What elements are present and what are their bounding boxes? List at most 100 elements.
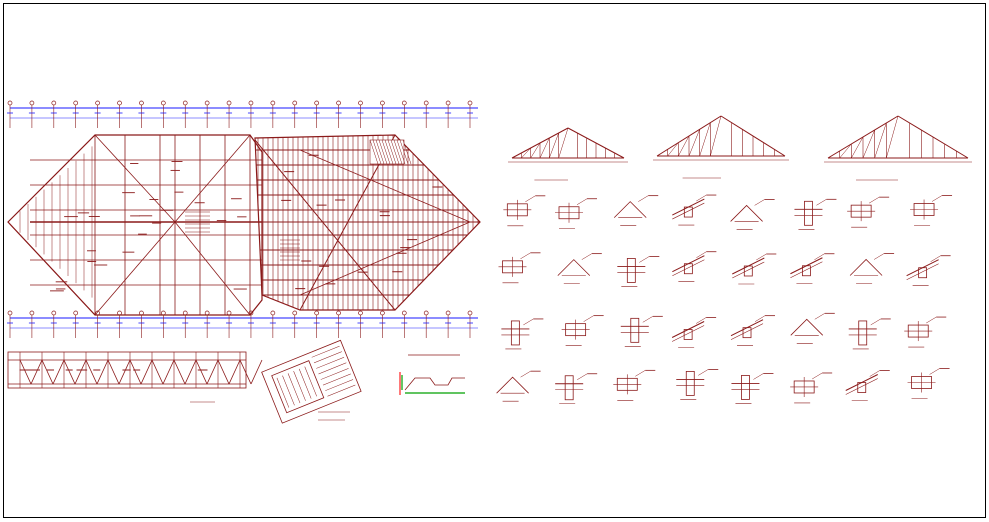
detail-rafter xyxy=(557,259,591,276)
profile-line xyxy=(404,377,465,391)
construction-detail xyxy=(671,317,717,348)
truss-diagonal xyxy=(862,129,875,159)
construction-detail xyxy=(617,256,660,287)
diagonal-brace xyxy=(255,139,396,310)
construction-detail xyxy=(904,316,947,348)
detail-block xyxy=(683,263,693,275)
construction-detail xyxy=(790,312,835,344)
grid-axis-bubble xyxy=(292,100,298,106)
detail-rafter xyxy=(672,202,705,220)
hatch-line xyxy=(402,139,412,165)
grid-axis-bubble xyxy=(380,100,385,106)
leader-line xyxy=(520,252,531,260)
truss-diagonal xyxy=(678,135,690,157)
web-member xyxy=(228,359,241,385)
truss-elevation-c3 xyxy=(824,115,972,181)
grid-axis-bubble xyxy=(423,100,429,106)
hatch-line xyxy=(378,139,388,165)
sheet-border xyxy=(3,3,986,518)
grid-axis-bubble xyxy=(73,100,79,106)
construction-detail xyxy=(906,255,951,287)
detail-inner xyxy=(271,360,325,414)
left-roof-framing xyxy=(7,134,300,316)
grid-axis-bubble xyxy=(204,100,210,106)
construction-detail xyxy=(732,253,777,285)
detail-rafter xyxy=(730,323,764,340)
web-member xyxy=(63,359,76,385)
detail-line xyxy=(313,351,342,364)
leader-line xyxy=(577,373,588,380)
detail-rafter xyxy=(671,325,705,342)
construction-detail xyxy=(845,370,890,401)
truss-diagonal xyxy=(539,137,550,159)
hip-rafter xyxy=(7,134,96,223)
leader-line xyxy=(870,318,881,326)
web-member xyxy=(41,359,54,385)
detail-post xyxy=(685,370,695,396)
construction-detail xyxy=(790,253,835,285)
construction-detail xyxy=(847,196,890,228)
detail-block xyxy=(742,327,752,339)
leader-line xyxy=(814,313,825,320)
hip-rafter xyxy=(174,221,251,316)
grid-axis-top xyxy=(7,100,478,128)
diagonal-brace xyxy=(299,221,471,296)
grid-axis-bubble xyxy=(401,310,407,316)
truss-elevation-c2 xyxy=(653,115,789,179)
detail-rafter xyxy=(730,204,763,222)
truss-diagonal xyxy=(521,147,531,159)
grid-axis-bubble xyxy=(292,310,298,316)
leader-line xyxy=(754,199,765,206)
detail-rafter xyxy=(906,263,939,280)
detail-line xyxy=(287,373,301,404)
leader-line xyxy=(931,195,943,202)
truss-diagonal xyxy=(874,122,887,159)
leader-line xyxy=(869,196,880,204)
construction-detail xyxy=(561,315,604,346)
roof-framing-plan xyxy=(7,100,481,338)
leader-line xyxy=(869,370,880,377)
detail-block xyxy=(743,265,753,277)
roof-outline-left xyxy=(7,134,263,316)
detail-post xyxy=(741,375,750,400)
leader-line xyxy=(696,317,707,324)
web-member xyxy=(140,359,153,385)
grid-axis-bottom xyxy=(7,310,478,338)
grid-axis-bubble xyxy=(336,100,341,106)
construction-detail xyxy=(557,253,602,284)
grid-axis-bubble xyxy=(117,100,122,106)
construction-detail xyxy=(794,198,837,230)
web-member xyxy=(195,359,208,385)
grid-axis-bubble xyxy=(423,310,429,316)
grid-axis-bubble xyxy=(73,310,79,316)
detail-line xyxy=(311,345,340,358)
hatch-line xyxy=(381,139,391,165)
truss-diagonal xyxy=(688,129,700,157)
detail-line xyxy=(325,379,354,391)
grid-axis-bubble xyxy=(7,310,13,316)
leader-line xyxy=(642,316,653,323)
detail-rafter xyxy=(790,261,823,279)
rotated-roof-detail xyxy=(261,339,362,424)
web-member xyxy=(96,359,109,385)
construction-detail xyxy=(907,368,950,399)
web-member xyxy=(173,359,186,385)
leader-line xyxy=(754,315,766,322)
grid-axis-bubble xyxy=(467,100,473,106)
construction-detail xyxy=(849,253,895,284)
detail-block xyxy=(683,206,693,218)
truss-diagonal xyxy=(667,142,679,157)
grid-axis-bubble xyxy=(467,310,473,316)
web-member xyxy=(151,359,164,385)
web-member xyxy=(217,359,230,385)
leader-line xyxy=(812,372,823,380)
truss-diagonal xyxy=(886,115,899,159)
construction-detail xyxy=(503,195,546,227)
detail-block xyxy=(683,329,693,340)
detail-post xyxy=(564,375,574,401)
grid-axis-bubble xyxy=(7,100,13,106)
grid-axis-bubble xyxy=(380,310,385,316)
profile-detail xyxy=(399,354,465,395)
roof-outline-right xyxy=(254,134,481,311)
